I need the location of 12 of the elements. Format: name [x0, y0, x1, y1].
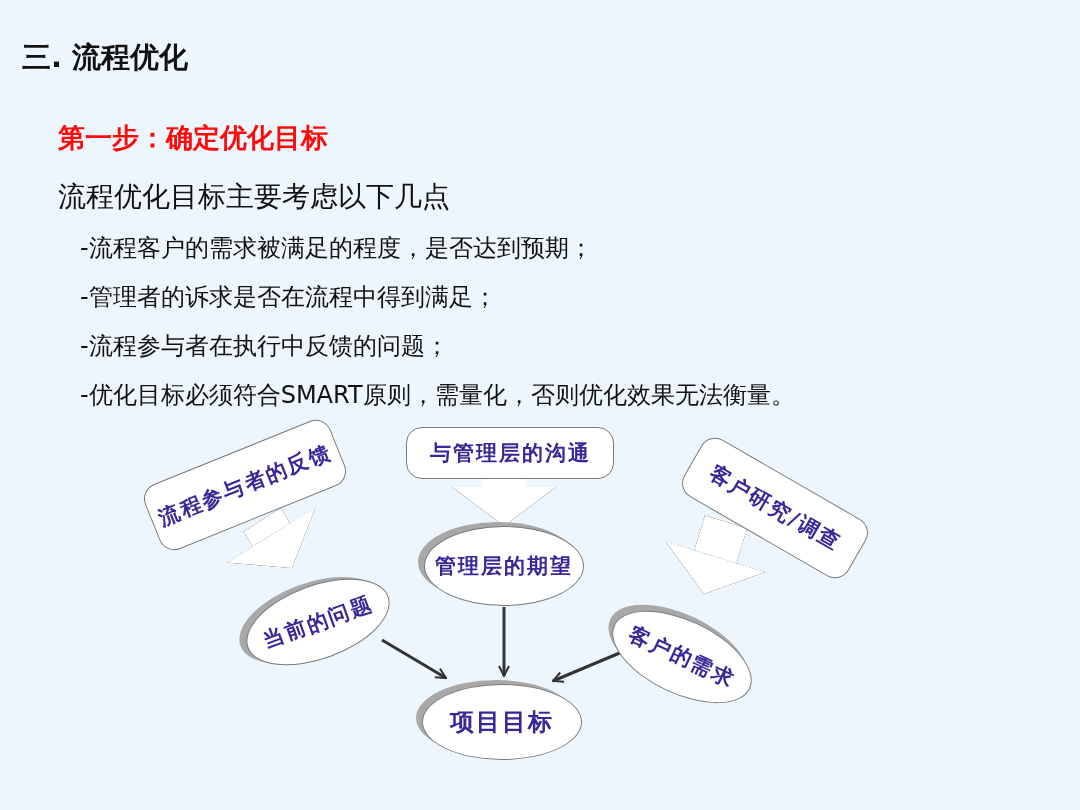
block-arrow [227, 507, 316, 568]
bullet-text: -优化目标必须符合SMART原则，需量化，否则优化效果无法衡量。 [80, 380, 795, 411]
arrow [498, 607, 510, 677]
callout-box: 与管理层的沟通 [406, 427, 614, 479]
bullet-text: -管理者的诉求是否在流程中得到满足； [80, 282, 497, 313]
arrow [381, 638, 447, 680]
bullet-text: -流程客户的需求被满足的程度，是否达到预期； [80, 233, 593, 264]
block-arrow [665, 515, 766, 594]
intro-text: 流程优化目标主要考虑以下几点 [58, 179, 450, 215]
step-heading: 第一步：确定优化目标 [58, 121, 328, 155]
bullet-text: -流程参与者在执行中反馈的问题； [80, 331, 449, 362]
title: 三. 流程优化 [22, 39, 189, 76]
